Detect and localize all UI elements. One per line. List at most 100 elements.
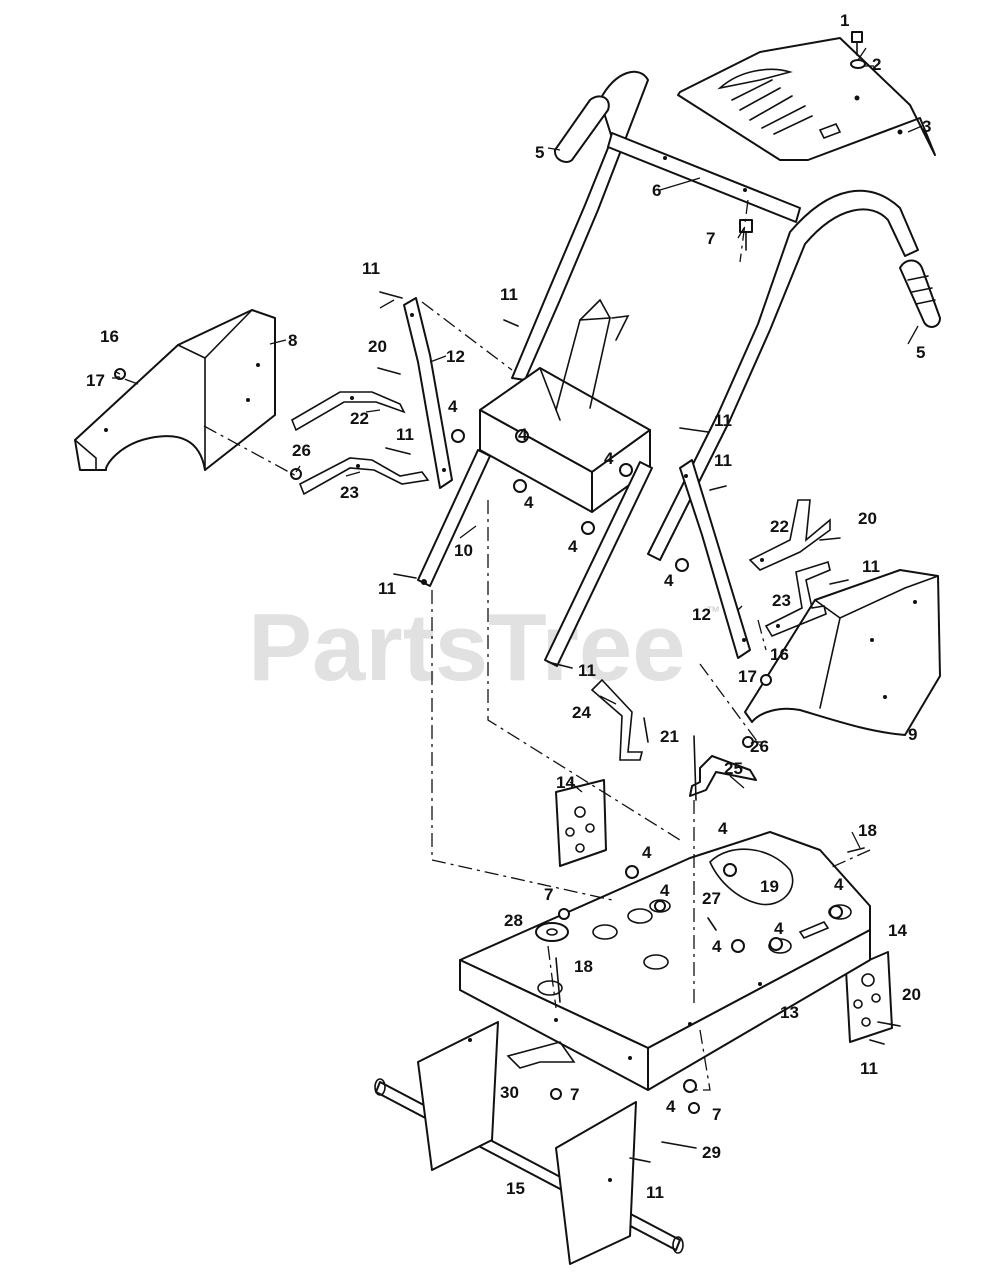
part-3-control-panel bbox=[677, 37, 936, 161]
part-25-bracket bbox=[689, 755, 757, 797]
callout-11f: 11 bbox=[714, 451, 732, 470]
part-15-tine-shaft bbox=[374, 1021, 684, 1265]
callout-6: 6 bbox=[652, 181, 661, 200]
watermark-text: PartsTree bbox=[248, 594, 686, 701]
callout-12b: 12 bbox=[692, 605, 711, 624]
callout-4m: 4 bbox=[666, 1097, 676, 1116]
center-console bbox=[479, 298, 651, 513]
callout-4g: 4 bbox=[718, 819, 728, 838]
handlebar-right-tube bbox=[647, 189, 919, 561]
callout-13: 13 bbox=[780, 1003, 799, 1022]
callout-7b: 7 bbox=[544, 885, 553, 904]
callout-4b: 4 bbox=[518, 425, 528, 444]
callout-11c: 11 bbox=[396, 425, 414, 444]
watermark-trademark: ™ bbox=[706, 603, 720, 619]
callout-11-bottom: 11 bbox=[646, 1183, 664, 1202]
callout-14b: 14 bbox=[888, 921, 907, 940]
part-30-bracket bbox=[506, 1041, 576, 1069]
callout-4a: 4 bbox=[448, 397, 458, 416]
part-23-bracket-right bbox=[764, 560, 831, 637]
callout-4c: 4 bbox=[604, 449, 614, 468]
callout-4k: 4 bbox=[774, 919, 784, 938]
callout-22a: 22 bbox=[350, 409, 369, 428]
callout-20b: 20 bbox=[858, 509, 877, 528]
callout-11h: 11 bbox=[578, 661, 596, 680]
callout-19: 19 bbox=[760, 877, 779, 896]
callout-9: 9 bbox=[908, 725, 917, 744]
callout-24: 24 bbox=[572, 703, 591, 722]
callout-27: 27 bbox=[702, 889, 721, 908]
part-24-bracket bbox=[590, 678, 644, 761]
callout-28: 28 bbox=[504, 911, 523, 930]
callout-22b: 22 bbox=[770, 517, 789, 536]
callout-16b: 16 bbox=[770, 645, 789, 664]
part-4-nut-markers bbox=[451, 429, 843, 1093]
part-22-bracket-right bbox=[748, 499, 831, 571]
part-7-nut-top bbox=[739, 219, 753, 251]
callout-29: 29 bbox=[702, 1143, 721, 1162]
callout-2: 2 bbox=[872, 55, 881, 74]
callout-23b: 23 bbox=[772, 591, 791, 610]
callout-26a: 26 bbox=[292, 441, 311, 460]
callout-17a: 17 bbox=[86, 371, 105, 390]
part-9-right-shield bbox=[744, 569, 941, 736]
callout-labels: 1 2 3 5 6 7 5 8 16 17 11 11 20 12 4 4 22… bbox=[86, 11, 931, 1202]
callout-7d: 7 bbox=[712, 1105, 721, 1124]
callout-11e: 11 bbox=[714, 411, 732, 430]
part-5-grip-left bbox=[553, 95, 610, 163]
callout-4h: 4 bbox=[642, 843, 652, 862]
callout-18b: 18 bbox=[574, 957, 593, 976]
callout-11d: 11 bbox=[378, 579, 396, 598]
callout-8: 8 bbox=[288, 331, 297, 350]
part-14-plate-right bbox=[845, 951, 893, 1043]
callout-4f: 4 bbox=[664, 571, 674, 590]
callout-16a: 16 bbox=[100, 327, 119, 346]
part-28-washer bbox=[535, 922, 569, 942]
callout-7a: 7 bbox=[706, 229, 715, 248]
callout-11a: 11 bbox=[362, 259, 380, 278]
part-1-screw bbox=[851, 31, 863, 56]
part-12-bracket-right bbox=[679, 459, 751, 659]
callout-17b: 17 bbox=[738, 667, 757, 686]
callout-4i: 4 bbox=[660, 881, 670, 900]
callout-11i: 11 bbox=[860, 1059, 878, 1078]
callout-15: 15 bbox=[506, 1179, 525, 1198]
callout-5a: 5 bbox=[535, 143, 544, 162]
callout-18a: 18 bbox=[858, 821, 877, 840]
callout-3: 3 bbox=[922, 117, 931, 136]
callout-30: 30 bbox=[500, 1083, 519, 1102]
handle-crossbar-6 bbox=[607, 132, 801, 223]
part-10-lower-arm bbox=[417, 449, 491, 587]
callout-4e: 4 bbox=[568, 537, 578, 556]
callout-4d: 4 bbox=[524, 493, 534, 512]
misc-screws bbox=[114, 291, 901, 1163]
callout-4j: 4 bbox=[834, 875, 844, 894]
part-2-washer bbox=[850, 59, 866, 69]
callout-21: 21 bbox=[660, 727, 679, 746]
callout-10: 10 bbox=[454, 541, 473, 560]
callout-11b: 11 bbox=[500, 285, 518, 304]
callout-7c: 7 bbox=[570, 1085, 579, 1104]
callout-20a: 20 bbox=[368, 337, 387, 356]
watermark: PartsTree ™ bbox=[248, 594, 720, 701]
callout-5b: 5 bbox=[916, 343, 925, 362]
part-14-plate-left bbox=[555, 779, 607, 867]
callout-26b: 26 bbox=[750, 737, 769, 756]
callout-4l: 4 bbox=[712, 937, 722, 956]
callout-20c: 20 bbox=[902, 985, 921, 1004]
callout-14a: 14 bbox=[556, 773, 575, 792]
assembly-leader-lines bbox=[115, 199, 871, 1091]
callout-12a: 12 bbox=[446, 347, 465, 366]
part-23-bracket-left bbox=[298, 457, 430, 496]
part-8-left-shield bbox=[74, 309, 276, 471]
part-12-bracket-left bbox=[403, 297, 453, 489]
callout-1: 1 bbox=[840, 11, 849, 30]
callout-11g: 11 bbox=[862, 557, 880, 576]
callout-23a: 23 bbox=[340, 483, 359, 502]
callout-leaders bbox=[112, 47, 923, 849]
part-5-grip-right bbox=[899, 259, 941, 328]
part-13-main-frame bbox=[459, 831, 871, 1091]
part-22-bracket-left bbox=[291, 391, 406, 432]
callout-25: 25 bbox=[724, 759, 743, 778]
